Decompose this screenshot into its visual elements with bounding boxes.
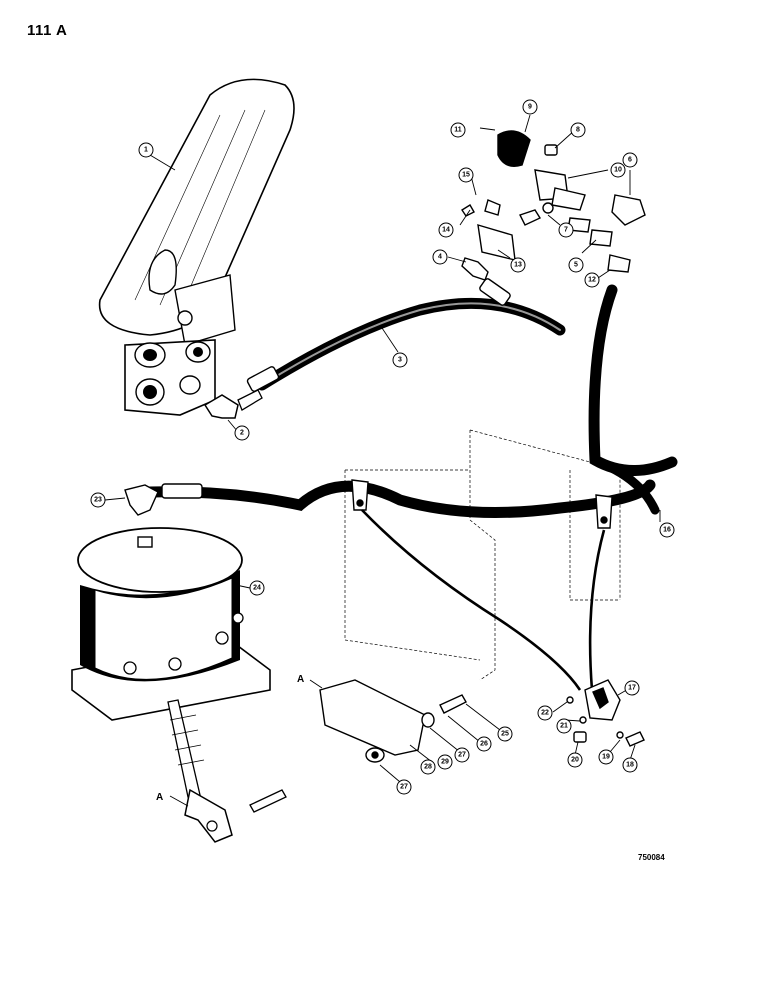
svg-text:20: 20 <box>571 757 579 764</box>
leader-lines <box>104 114 661 807</box>
callout-29: 29 <box>437 754 453 770</box>
callout-5: 5 <box>568 257 584 273</box>
callout-27-upper: 27 <box>454 747 470 763</box>
callout-21: 21 <box>556 718 572 734</box>
hose-3 <box>246 278 566 392</box>
svg-text:8: 8 <box>576 127 580 134</box>
callout-24: 24 <box>249 580 265 596</box>
svg-text:18: 18 <box>626 762 634 769</box>
svg-text:28: 28 <box>424 764 432 771</box>
svg-text:27: 27 <box>400 784 408 791</box>
caliper-parts <box>566 679 645 747</box>
elbow-fitting-23 <box>124 484 159 516</box>
svg-text:14: 14 <box>442 227 450 234</box>
svg-text:4: 4 <box>438 254 442 261</box>
svg-text:1: 1 <box>144 147 148 154</box>
svg-text:29: 29 <box>441 759 449 766</box>
svg-text:23: 23 <box>94 497 102 504</box>
ref-letter-a-clevis: A <box>297 674 304 685</box>
svg-text:25: 25 <box>501 731 509 738</box>
callout-7: 7 <box>558 222 574 238</box>
callout-6: 6 <box>622 152 638 168</box>
frame-plates <box>344 429 621 681</box>
callout-19: 19 <box>598 749 614 765</box>
callout-18: 18 <box>622 757 638 773</box>
svg-text:27: 27 <box>458 752 466 759</box>
svg-text:19: 19 <box>602 754 610 761</box>
svg-text:3: 3 <box>398 357 402 364</box>
ref-letter-a-rod: A <box>156 792 163 803</box>
page-number: 111 A <box>27 22 68 39</box>
svg-text:24: 24 <box>253 585 261 592</box>
callout-12: 12 <box>584 272 600 288</box>
callout-26: 26 <box>476 736 492 752</box>
hose-clips <box>351 479 613 529</box>
svg-text:15: 15 <box>462 172 470 179</box>
drawing-code: 750084 <box>638 853 665 862</box>
svg-text:6: 6 <box>628 157 632 164</box>
svg-text:26: 26 <box>480 741 488 748</box>
callout-14: 14 <box>438 222 454 238</box>
svg-text:21: 21 <box>560 723 568 730</box>
brake-chamber <box>71 527 287 843</box>
callout-22: 22 <box>537 705 553 721</box>
callout-27-lower: 27 <box>396 779 412 795</box>
svg-text:17: 17 <box>628 685 636 692</box>
svg-text:7: 7 <box>564 227 568 234</box>
callout-2: 2 <box>234 425 250 441</box>
callout-20: 20 <box>567 752 583 768</box>
callout-23: 23 <box>90 492 106 508</box>
callout-25: 25 <box>497 726 513 742</box>
svg-text:12: 12 <box>588 277 596 284</box>
callout-3: 3 <box>392 352 408 368</box>
callout-1: 1 <box>138 142 154 158</box>
svg-text:2: 2 <box>240 430 244 437</box>
svg-text:5: 5 <box>574 262 578 269</box>
callout-10: 10 <box>610 162 626 178</box>
svg-text:22: 22 <box>541 710 549 717</box>
callout-16: 16 <box>659 522 675 538</box>
svg-text:11: 11 <box>454 127 462 134</box>
svg-text:9: 9 <box>528 104 532 111</box>
svg-text:16: 16 <box>663 527 671 534</box>
callout-28: 28 <box>420 759 436 775</box>
callout-15: 15 <box>458 167 474 183</box>
valve-assembly-parts <box>461 130 646 281</box>
callout-17: 17 <box>624 680 640 696</box>
clevis-assembly <box>319 679 467 763</box>
brake-pedal <box>98 78 295 346</box>
hose-16 <box>144 284 678 518</box>
brake-valve <box>124 339 216 416</box>
svg-text:13: 13 <box>514 262 522 269</box>
callout-9: 9 <box>522 99 538 115</box>
callout-4: 4 <box>432 249 448 265</box>
callout-13: 13 <box>510 257 526 273</box>
callout-11: 11 <box>450 122 466 138</box>
brake-cables <box>361 509 606 691</box>
elbow-fitting-2 <box>203 389 263 419</box>
svg-text:10: 10 <box>614 167 622 174</box>
callout-8: 8 <box>570 122 586 138</box>
